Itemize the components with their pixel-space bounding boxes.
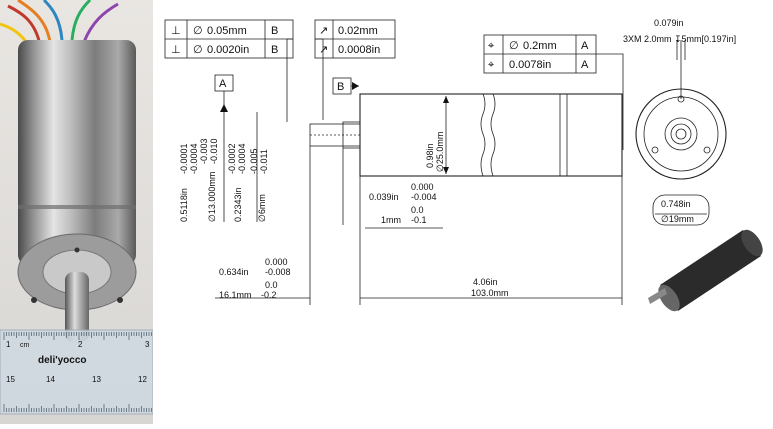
shaft-dia-mm: ∅6mm [257,194,267,222]
shaft-len-mm: 16.1mm [219,290,252,300]
ruler-bottom-0: 15 [6,375,15,384]
body-dia-in: 0.98in [425,143,435,168]
motor-photo: 1 cm 2 3 deli'yocco 15 14 13 12 [0,0,154,424]
fcf-runout-symbol-1: ↗ [319,25,328,37]
fcf-pos-datum-1: A [581,40,589,52]
mount-hole-3 [74,247,80,253]
hole-in-label: 0.079in [654,18,684,28]
mount-hole-1 [31,297,37,303]
ruler-top-2: 3 [145,340,150,349]
ruler-unit: cm [20,342,30,349]
fcf-pos-tol-1: 0.2mm [523,40,557,52]
pilot-tol-in-top: -0.0001 [179,143,189,174]
fcf-runout-leader [315,38,324,120]
shaft-len-in-top: 0.000 [265,257,288,267]
mount-hole-2 [117,297,123,303]
shaft-len-mm-bot: -0.2 [261,290,277,300]
shaft-len-mm-top: 0.0 [265,280,278,290]
pilot-tol-mm-top: -0.003 [199,138,209,164]
fcf-pos-datum-2: A [581,59,589,71]
pilot-tol-in-bot: -0.0004 [189,143,199,174]
ruler: 1 cm 2 3 deli'yocco 15 14 13 12 [0,329,154,415]
flange-in-top: 0.000 [411,182,434,192]
flange-in-bot: -0.004 [411,192,437,202]
fcf-runout-tol-2: 0.0008in [338,44,380,56]
fcf-perp-dia-2: ∅ [193,44,203,56]
fcf-pos-tol-2: 0.0078in [509,59,551,71]
fcf-perpendicularity [164,19,294,59]
fcf-perp-symbol-2: ⊥ [171,44,181,56]
shaft-tol-in-top: -0.0002 [227,143,237,174]
ruler-bottom-3: 12 [138,375,147,384]
ruler-top-0: 1 [6,340,11,349]
motor-shaft [65,272,89,342]
flange-mm-bot: -0.1 [411,215,427,225]
pilot-dia-in: 0.5118in [179,188,189,222]
ruler-bottom-2: 13 [92,375,101,384]
ruler-bottom-1: 14 [46,375,55,384]
pilot-dia-mm: ∅13.000mm [207,172,217,222]
technical-drawing: ⊥ ∅ 0.05mm B ⊥ ∅ 0.0020in B ↗ 0.02mm ↗ 0… [153,0,773,424]
hole-spec-label: 3XM 2.0mm ↧5mm[0.197in] [623,34,736,44]
fcf-perp-tol-2: 0.0020in [207,44,249,56]
fcf-runout [314,19,396,59]
ruler-brand: deli'yocco [38,355,87,366]
pilot-tol-mm-bot: -0.010 [209,138,219,164]
shaft-len-in-bot: -0.008 [265,267,291,277]
body-len-in: 4.06in [473,277,498,287]
motor-wires [0,0,119,49]
datum-b-label: B [337,81,344,93]
fcf-perp-symbol-1: ⊥ [171,25,181,37]
drawing-svg: ⊥ ∅ 0.05mm B ⊥ ∅ 0.0020in B ↗ 0.02mm ↗ 0… [164,18,763,312]
motor-body [18,40,136,265]
fcf-perp-dia-1: ∅ [193,25,203,37]
flange-mm: 1mm [381,215,401,225]
shaft-tol-in-bot: -0.0004 [237,143,247,174]
fcf-perp-tol-1: 0.05mm [207,25,247,37]
motor-seam [18,205,136,209]
fcf-pos-symbol-1: ⌖ [488,40,494,52]
ruler-ticks [3,332,152,412]
fcf-position [483,34,597,74]
fcf-runout-symbol-2: ↗ [319,44,328,56]
flange-mm-top: 0.0 [411,205,424,215]
bolt-circle-mm: ∅19mm [661,214,694,224]
motor-photo-svg: 1 cm 2 3 deli'yocco 15 14 13 12 [0,0,154,424]
fcf-perp-datum-1: B [271,25,278,37]
shaft-tol-mm-top: -0.005 [249,148,259,174]
ruler-top-1: 2 [78,340,83,349]
fcf-perp-leader [286,38,293,122]
bolt-circle-in: 0.748in [661,199,691,209]
body-dia-mm: ∅25.0mm [435,132,445,172]
fcf-position-leader [596,53,624,150]
shaft-tol-mm-bot: -0.011 [259,149,269,174]
shaft-dia-in: 0.2343in [233,187,243,222]
datum-triangles [220,82,449,174]
flange-in: 0.039in [369,192,399,202]
fcf-perp-datum-2: B [271,44,278,56]
datum-a-label: A [219,78,227,90]
body-len-mm: 103.0mm [471,288,509,298]
motor-end-view [635,40,727,226]
fcf-pos-symbol-2: ⌖ [488,59,494,71]
motor-side-view [309,93,623,177]
fcf-runout-tol-1: 0.02mm [338,25,378,37]
shaft-len-in: 0.634in [219,267,249,277]
fcf-pos-dia-1: ∅ [509,40,519,52]
motor-3d-render [648,229,763,312]
